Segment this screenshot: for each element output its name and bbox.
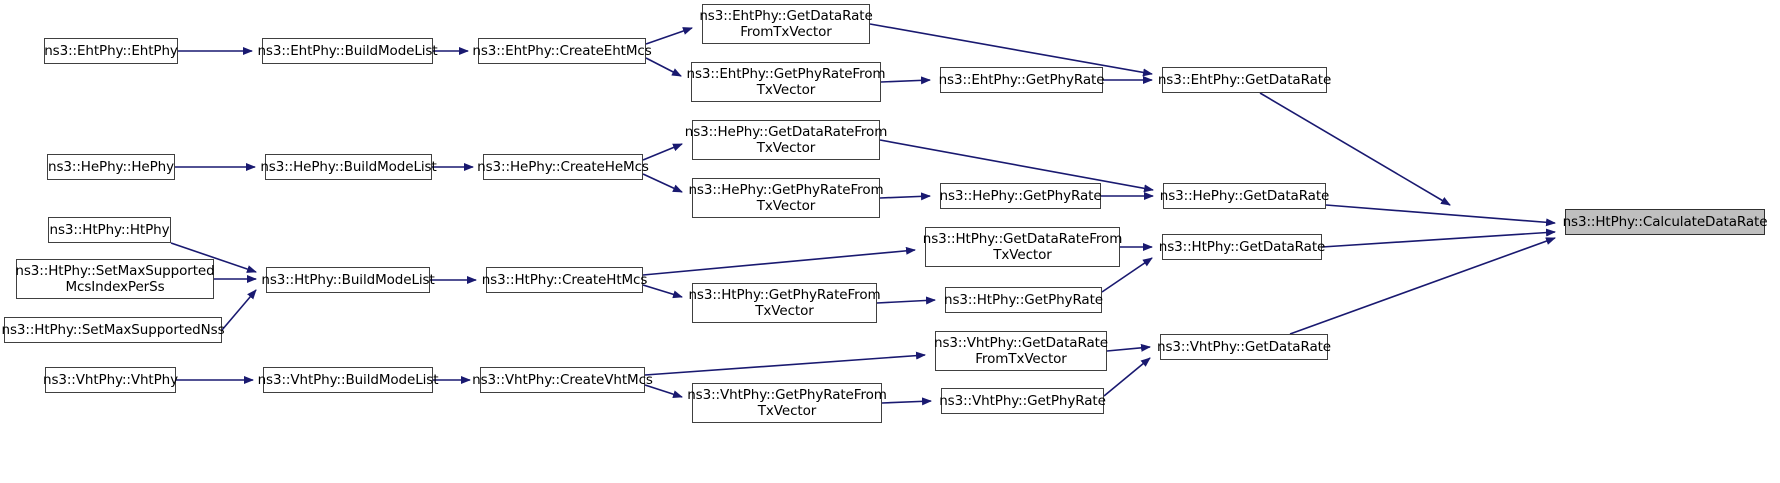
graph-node-eht_gprftv[interactable]: ns3::EhtPhy::GetPhyRateFrom TxVector	[687, 62, 886, 102]
graph-node-vht_gpr[interactable]: ns3::VhtPhy::GetPhyRate	[939, 388, 1106, 414]
graph-node-he_ctor[interactable]: ns3::HePhy::HePhy	[47, 154, 175, 180]
graph-node-he_gpr[interactable]: ns3::HePhy::GetPhyRate	[939, 183, 1102, 209]
edge-ht_gprftv-to-ht_gpr	[876, 296, 936, 305]
graph-node-target[interactable]: ns3::HtPhy::CalculateDataRate	[1563, 209, 1768, 235]
graph-node-ht_ctor[interactable]: ns3::HtPhy::HtPhy	[48, 217, 171, 243]
graph-node-he_build[interactable]: ns3::HePhy::BuildModeList	[260, 154, 437, 180]
graph-node-vht_gdr[interactable]: ns3::VhtPhy::GetDataRate	[1157, 334, 1331, 360]
graph-node-he_gdr[interactable]: ns3::HePhy::GetDataRate	[1160, 183, 1329, 209]
graph-node-eht_ctor[interactable]: ns3::EhtPhy::EhtPhy	[44, 38, 178, 64]
edge-vht_gdr-to-target	[1289, 237, 1556, 335]
graph-node-eht_build[interactable]: ns3::EhtPhy::BuildModeList	[257, 38, 438, 64]
graph-node-vht_ctor[interactable]: ns3::VhtPhy::VhtPhy	[43, 367, 178, 393]
graph-node-eht_gdrftv[interactable]: ns3::EhtPhy::GetDataRate FromTxVector	[699, 4, 873, 44]
edge-vht_gprftv-to-vht_gpr	[881, 397, 932, 406]
edge-ht_setnss-to-ht_build	[221, 289, 257, 331]
graph-node-eht_create[interactable]: ns3::EhtPhy::CreateEhtMcs	[472, 38, 652, 64]
edge-ht_gdr-to-target	[1321, 228, 1556, 248]
edge-vht_gpr-to-vht_gdr	[1103, 357, 1151, 397]
edge-he_gdr-to-target	[1325, 204, 1556, 227]
graph-node-ht_gdr[interactable]: ns3::HtPhy::GetDataRate	[1159, 234, 1325, 260]
edge-he_create-to-he_gprftv	[642, 173, 683, 193]
graph-node-ht_setnss[interactable]: ns3::HtPhy::SetMaxSupportedNss	[2, 317, 225, 343]
edge-ht_create-to-ht_gdrftv	[642, 246, 916, 276]
graph-node-vht_gprftv[interactable]: ns3::VhtPhy::GetPhyRateFrom TxVector	[687, 383, 887, 423]
graph-node-ht_gdrftv[interactable]: ns3::HtPhy::GetDataRateFrom TxVector	[923, 227, 1122, 267]
graph-node-ht_setmcs[interactable]: ns3::HtPhy::SetMaxSupported McsIndexPerS…	[15, 259, 215, 299]
graph-node-ht_gprftv[interactable]: ns3::HtPhy::GetPhyRateFrom TxVector	[688, 283, 881, 323]
graph-node-he_gprftv[interactable]: ns3::HePhy::GetPhyRateFrom TxVector	[688, 178, 884, 218]
edge-vht_create-to-vht_gdrftv	[644, 351, 926, 376]
edge-eht_create-to-eht_gdrftv	[645, 27, 693, 45]
graph-node-vht_gdrftv[interactable]: ns3::VhtPhy::GetDataRate FromTxVector	[934, 331, 1108, 371]
graph-node-eht_gdr[interactable]: ns3::EhtPhy::GetDataRate	[1158, 67, 1331, 93]
edge-he_gprftv-to-he_gpr	[879, 192, 931, 201]
edge-ht_create-to-ht_gprftv	[642, 284, 683, 299]
edge-he_create-to-he_gdrftv	[642, 143, 683, 161]
graph-node-vht_create[interactable]: ns3::VhtPhy::CreateVhtMcs	[472, 367, 653, 393]
graph-node-vht_build[interactable]: ns3::VhtPhy::BuildModeList	[258, 367, 439, 393]
graph-node-he_gdrftv[interactable]: ns3::HePhy::GetDataRateFrom TxVector	[685, 120, 887, 160]
graph-node-ht_create[interactable]: ns3::HtPhy::CreateHtMcs	[482, 267, 647, 293]
graph-node-he_create[interactable]: ns3::HePhy::CreateHeMcs	[477, 154, 649, 180]
graph-node-ht_build[interactable]: ns3::HtPhy::BuildModeList	[261, 267, 435, 293]
graph-node-eht_gpr[interactable]: ns3::EhtPhy::GetPhyRate	[939, 67, 1105, 93]
edge-eht_create-to-eht_gprftv	[645, 57, 682, 77]
graph-node-ht_gpr[interactable]: ns3::HtPhy::GetPhyRate	[944, 287, 1103, 313]
edge-eht_gprftv-to-eht_gpr	[880, 76, 931, 85]
edge-vht_gdrftv-to-vht_gdr	[1106, 343, 1151, 352]
